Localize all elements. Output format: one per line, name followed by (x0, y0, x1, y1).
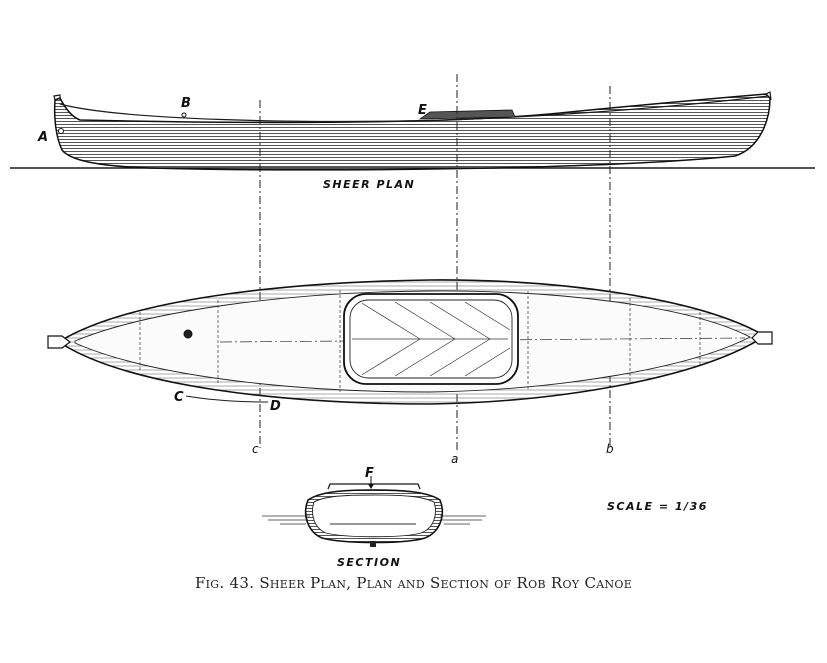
sheer-sternpost (765, 91, 772, 101)
sheer-ring-b (181, 112, 187, 118)
sheer-stem (53, 94, 61, 101)
plan-cockpit-floor (352, 302, 510, 376)
section-line-c-label: c (252, 442, 259, 456)
label-f: F (365, 466, 374, 481)
sheer-gunwale (59, 95, 769, 123)
sheer-plan: A B E SHEER PLAN (10, 91, 815, 191)
sheer-plan-title: SHEER PLAN (323, 178, 415, 191)
plan-view: C D (47, 279, 773, 414)
label-b: B (181, 96, 191, 111)
scale-text: SCALE = 1/36 (607, 500, 708, 513)
plan-mast-hole (183, 329, 193, 339)
sheer-coaming (418, 109, 516, 120)
section-f-arrowhead (368, 484, 374, 489)
section-coaming (327, 483, 421, 490)
sheer-ring-a (58, 128, 64, 134)
label-e: E (418, 103, 427, 118)
plan-cd-line (185, 395, 269, 403)
figure-caption: Fig. 43. Sheer Plan, Plan and Section of… (194, 574, 633, 592)
label-d: D (270, 399, 281, 414)
section-hull-inner (312, 494, 436, 538)
section-keel (370, 541, 376, 547)
section-title: SECTION (337, 556, 401, 569)
plan-bow-cap (47, 335, 71, 349)
section-line-a-label: a (451, 452, 458, 466)
sheer-hull (53, 93, 771, 171)
section-view: F SECTION (262, 466, 486, 569)
section-line-b-label: b (606, 442, 614, 456)
label-a: A (37, 130, 48, 145)
plan-stern-cap (751, 331, 773, 345)
label-c: C (174, 390, 184, 405)
